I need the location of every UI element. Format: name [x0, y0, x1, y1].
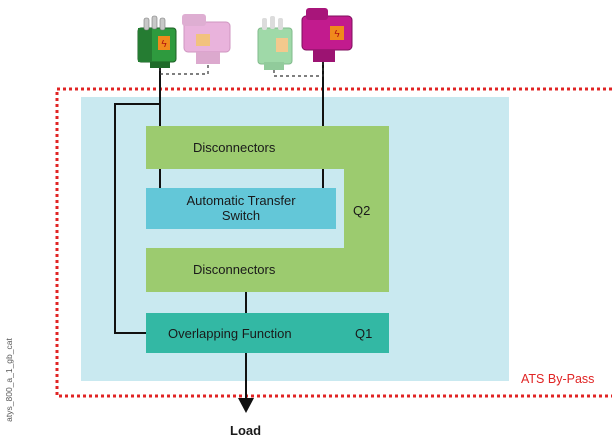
generator-source-1-alt-icon [182, 14, 231, 64]
wiring [114, 62, 324, 400]
ats-label: Automatic Transfer Switch [186, 193, 296, 223]
generator-source-2-alt-icon: ϟ [301, 8, 353, 62]
svg-text:ϟ: ϟ [161, 39, 167, 50]
q1-label: Q1 [355, 326, 373, 341]
disconnectors-top-label: Disconnectors [193, 140, 276, 155]
load-label: Load [230, 423, 262, 438]
generator-source-1-icon: ϟ [137, 15, 177, 68]
disconnector-q2-block [146, 126, 389, 292]
generator-links [159, 62, 324, 77]
ats-block [146, 188, 336, 229]
disconnectors-bottom-label: Disconnectors [193, 262, 276, 277]
ats-bypass-label: ATS By-Pass [521, 372, 595, 386]
q2-label: Q2 [353, 203, 371, 218]
overlapping-block [146, 313, 389, 353]
load-arrow [238, 398, 254, 413]
svg-text:ϟ: ϟ [334, 29, 340, 40]
overlapping-function-label: Overlapping Function [168, 326, 292, 341]
generator-source-2-icon [257, 16, 293, 70]
image-code-label: atys_800_a_1_gb_cat [4, 338, 14, 422]
bypass-boundary [55, 87, 612, 398]
